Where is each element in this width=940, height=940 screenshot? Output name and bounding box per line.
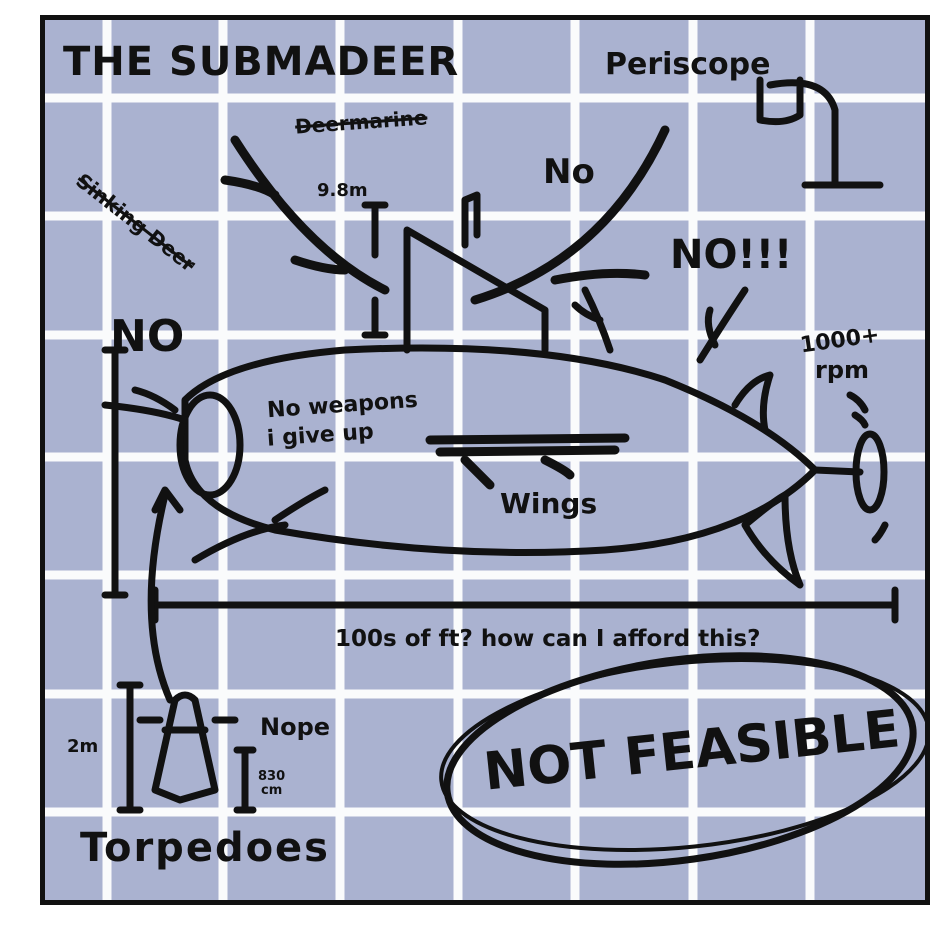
label-no-1: No	[543, 152, 595, 192]
sketch-drawing	[45, 20, 925, 900]
periscope-small	[461, 191, 481, 249]
comic-title: THE SUBMADEER	[63, 39, 460, 85]
propeller-intake	[176, 391, 244, 499]
label-length: 100s of ft? how can I afford this?	[335, 626, 761, 652]
antler-small-2	[696, 286, 749, 364]
antler-small-1	[571, 286, 614, 354]
torpedo-height-bar	[116, 681, 144, 814]
label-no-2: NO!!!	[670, 232, 793, 278]
torpedo-drawing	[136, 691, 239, 804]
label-torpedoes: Torpedoes	[80, 825, 330, 871]
arrow-to-torpedo	[147, 486, 184, 704]
propeller	[852, 430, 888, 514]
tower	[403, 226, 549, 354]
label-torpedo-width-1: 830	[258, 769, 286, 784]
torpedo-width-bar	[233, 746, 257, 814]
label-height: 9.8m	[317, 180, 368, 201]
height-bar-torpedo	[101, 346, 129, 599]
grid-lines	[45, 20, 925, 900]
antler-right	[470, 125, 670, 305]
label-rpm-2: rpm	[815, 356, 870, 384]
label-torpedo-width-2: cm	[261, 783, 283, 798]
verdict-circle	[443, 652, 917, 868]
front-antlers	[101, 386, 329, 564]
wings	[425, 433, 630, 490]
comic-panel: THE SUBMADEER Deermarine Sinking Deer Pe…	[40, 15, 930, 905]
top-fin	[731, 371, 774, 434]
height-bar-tower	[361, 201, 389, 339]
propeller-shaft	[811, 466, 864, 476]
label-wings: Wings	[500, 487, 598, 520]
label-periscope: Periscope	[605, 47, 771, 82]
bottom-fin	[741, 491, 804, 589]
label-nope: Nope	[260, 713, 331, 741]
rpm-marks	[846, 391, 889, 544]
length-bar	[151, 586, 899, 624]
antler-left	[220, 135, 390, 295]
label-no-3: NO	[110, 311, 185, 362]
periscope-icon	[756, 76, 884, 189]
label-torpedo-height: 2m	[67, 736, 99, 757]
